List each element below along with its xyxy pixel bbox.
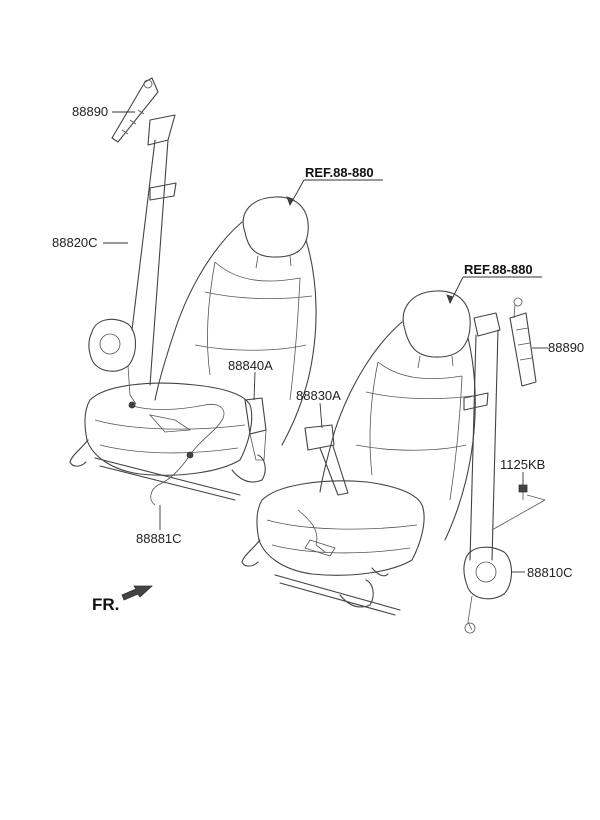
label-88890-left: 88890 xyxy=(72,104,108,119)
front-arrow-icon xyxy=(121,585,154,601)
left-upper-anchor xyxy=(111,77,159,143)
label-88810c: 88810C xyxy=(527,565,573,580)
label-88820c: 88820C xyxy=(52,235,98,250)
front-indicator-label: FR. xyxy=(92,595,119,614)
right-seat-belt-assembly xyxy=(463,312,546,634)
label-ref-right: REF.88-880 xyxy=(464,262,533,277)
label-88830a: 88830A xyxy=(296,388,341,403)
left-seat-belt-assembly xyxy=(88,114,177,405)
label-88881c: 88881C xyxy=(136,531,182,546)
label-ref-left: REF.88-880 xyxy=(305,165,374,180)
left-seat-drawing xyxy=(69,196,317,506)
right-height-adjuster xyxy=(509,297,537,387)
right-seat-drawing xyxy=(241,290,476,616)
label-88890-right: 88890 xyxy=(548,340,584,355)
label-88840a: 88840A xyxy=(228,358,273,373)
front-indicator: FR. xyxy=(92,585,154,614)
label-1125kb: 1125KB xyxy=(500,457,545,472)
leader-lines xyxy=(103,111,548,573)
